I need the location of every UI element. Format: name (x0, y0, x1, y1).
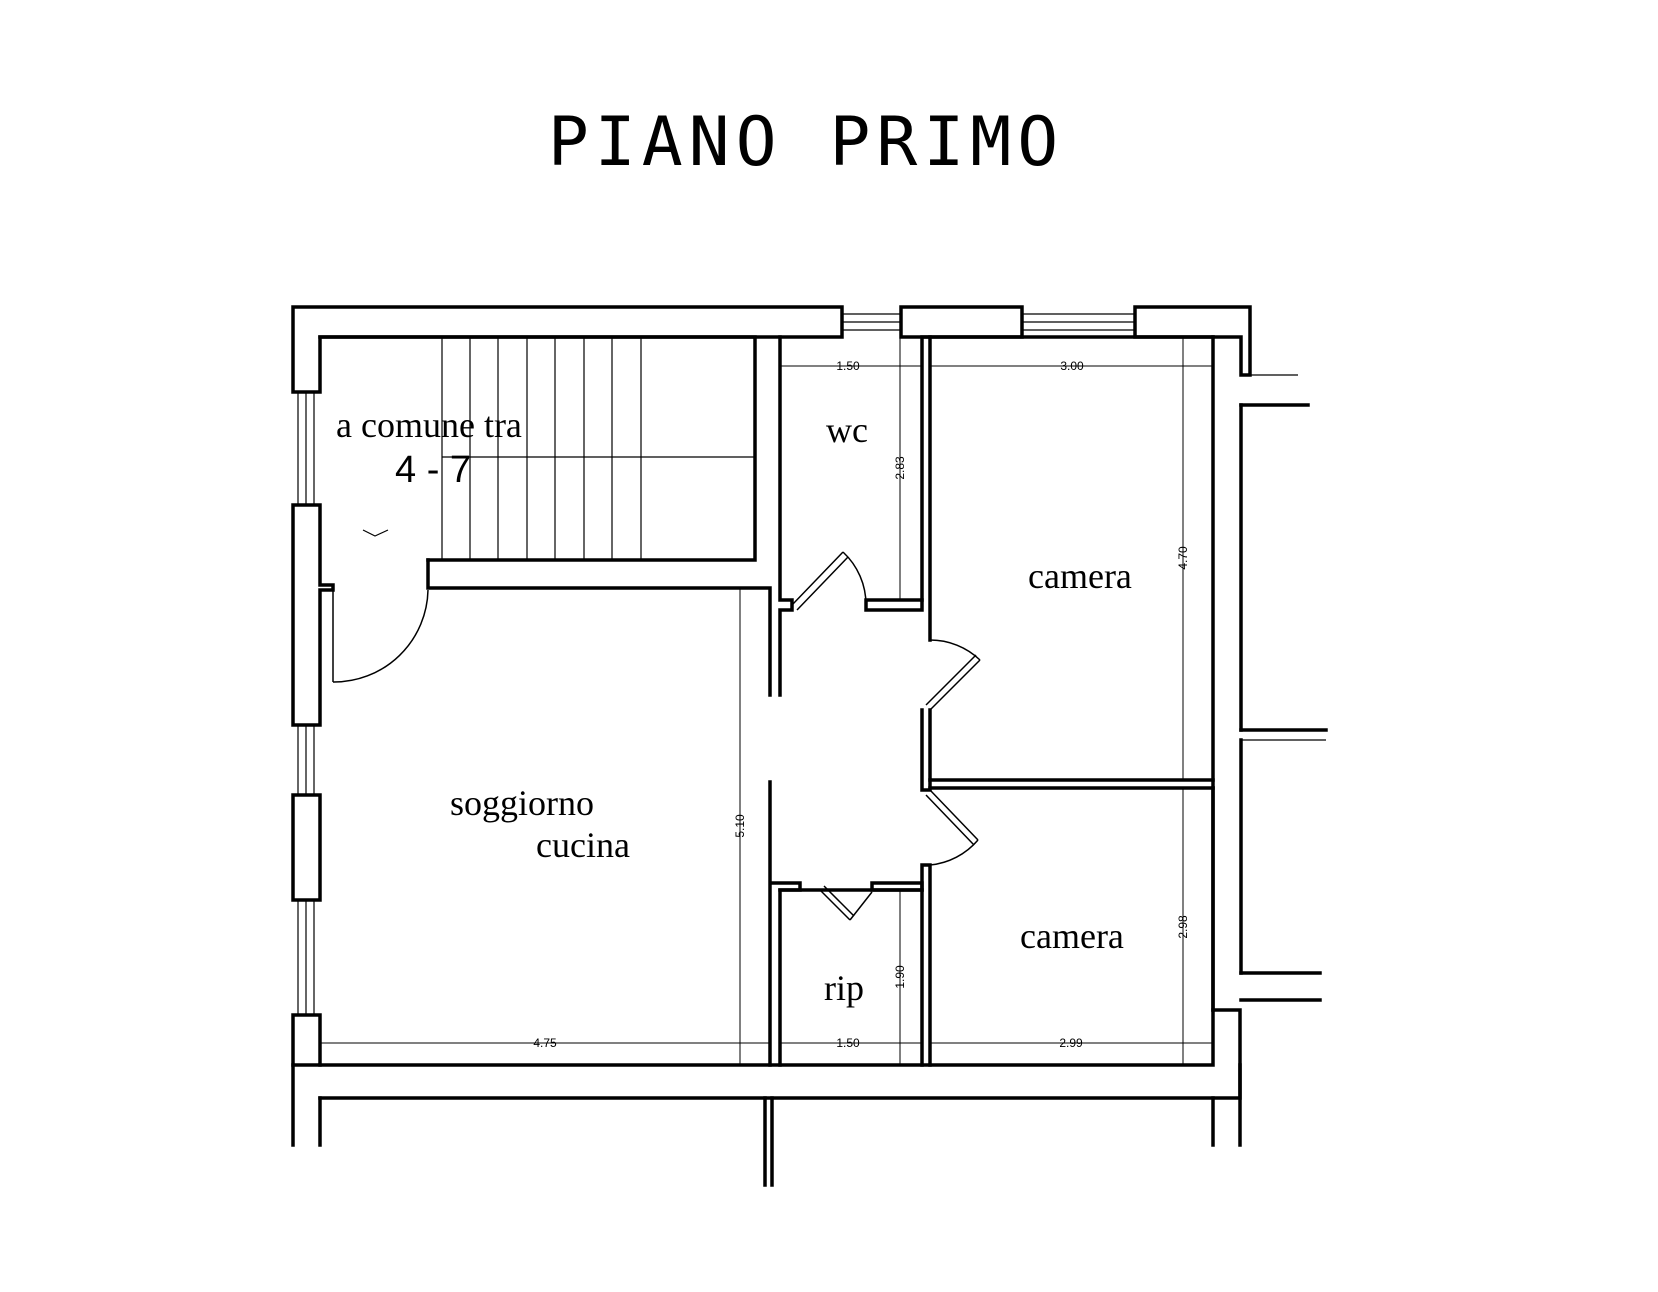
room-label-cucina: cucina (536, 825, 630, 865)
room-label-soggiorno: soggiorno (450, 783, 594, 823)
room-label-stair: a comune tra (336, 405, 522, 445)
dimension-labels: 1.50 2.83 3.00 4.70 5.10 4.75 1.90 1.50 … (533, 359, 1190, 1050)
dim-rip-width: 1.50 (836, 1036, 860, 1050)
room-labels: a comune tra 4 - 7 wc camera soggiorno c… (336, 405, 1132, 1008)
room-label-wc: wc (826, 410, 868, 450)
doors (332, 551, 981, 921)
dim-camera1-width: 3.00 (1060, 359, 1084, 373)
room-label-rip: rip (824, 968, 864, 1008)
dim-living-height: 5.10 (733, 814, 747, 838)
dim-wc-height: 2.83 (893, 456, 907, 480)
interior-walls (318, 335, 1215, 1067)
dim-camera1-height: 4.70 (1176, 546, 1190, 570)
dimension-lines (320, 337, 1213, 1065)
room-label-camera-2: camera (1020, 916, 1124, 956)
dim-camera2-height: 2.98 (1176, 915, 1190, 939)
room-label-camera-1: camera (1028, 556, 1132, 596)
dim-living-width: 4.75 (533, 1036, 557, 1050)
dim-rip-height: 1.90 (893, 965, 907, 989)
dim-camera2-width: 2.99 (1059, 1036, 1083, 1050)
room-label-stair-units: 4 - 7 (395, 449, 471, 491)
plan-title: PIANO PRIMO (548, 103, 1064, 182)
dim-wc-width: 1.50 (836, 359, 860, 373)
stair-treads (362, 337, 755, 560)
